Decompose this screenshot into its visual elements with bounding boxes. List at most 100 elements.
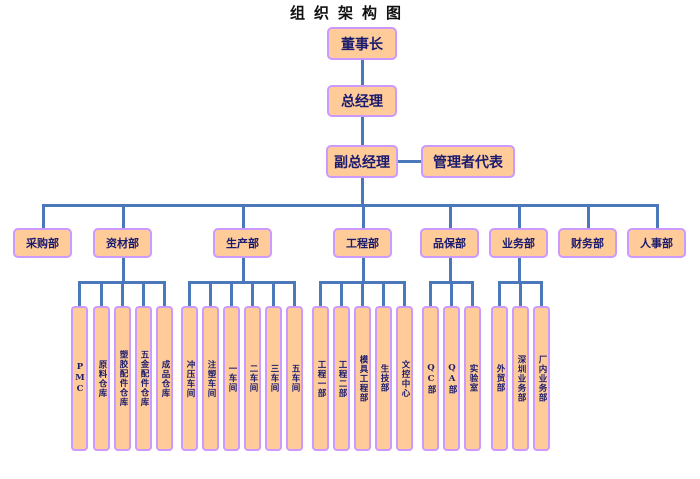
connector — [121, 281, 124, 306]
department-node[interactable]: 人事部 — [627, 228, 686, 258]
sub-department-label: 文控中心 — [400, 359, 410, 398]
connector — [188, 281, 191, 306]
node-label: 总经理 — [341, 94, 383, 110]
connector — [361, 281, 364, 306]
sub-department-label: 三车间 — [269, 364, 279, 393]
connector — [382, 281, 385, 306]
sub-department-node[interactable]: 外贸部 — [491, 306, 508, 451]
connector — [498, 281, 501, 306]
connector — [361, 60, 364, 85]
connector — [163, 281, 166, 306]
sub-department-node[interactable]: 工程二部 — [333, 306, 350, 451]
department-label: 采购部 — [26, 237, 59, 250]
sub-department-node[interactable]: 实验室 — [464, 306, 481, 451]
sub-department-label: 成品仓库 — [160, 359, 170, 398]
sub-department-label: 实验室 — [468, 364, 478, 393]
connector — [397, 160, 422, 163]
sub-department-label: 冲压车间 — [185, 359, 195, 398]
connector — [361, 178, 364, 205]
sub-department-node[interactable]: 成品仓库 — [156, 306, 173, 451]
node-general-manager[interactable]: 总经理 — [327, 85, 397, 117]
sub-department-node[interactable]: 一车间 — [223, 306, 240, 451]
connector — [122, 204, 125, 228]
sub-department-node[interactable]: QC部 — [422, 306, 439, 451]
sub-department-node[interactable]: PMC — [71, 306, 88, 451]
sub-department-node[interactable]: 模具工程部 — [354, 306, 371, 451]
connector — [188, 281, 296, 284]
connector — [361, 117, 364, 145]
sub-department-node[interactable]: 塑胶配件仓库 — [114, 306, 131, 451]
department-node[interactable]: 资材部 — [93, 228, 152, 258]
node-deputy-general-manager[interactable]: 副总经理 — [326, 145, 398, 178]
sub-department-label: 深圳业务部 — [516, 354, 526, 403]
connector — [100, 281, 103, 306]
sub-department-label: 厂内业务部 — [537, 354, 547, 403]
department-label: 财务部 — [571, 237, 604, 250]
sub-department-node[interactable]: 二车间 — [244, 306, 261, 451]
sub-department-label: 五车间 — [290, 364, 300, 393]
sub-department-label: PMC — [75, 362, 85, 395]
sub-department-node[interactable]: 五金配件仓库 — [135, 306, 152, 451]
connector — [519, 281, 522, 306]
sub-department-node[interactable]: 三车间 — [265, 306, 282, 451]
department-node[interactable]: 业务部 — [489, 228, 548, 258]
sub-department-label: QC部 — [426, 362, 436, 395]
sub-department-label: 工程一部 — [316, 359, 326, 398]
connector — [340, 281, 343, 306]
department-node[interactable]: 财务部 — [558, 228, 617, 258]
department-label: 生产部 — [226, 237, 259, 250]
department-node[interactable]: 采购部 — [13, 228, 72, 258]
department-node[interactable]: 工程部 — [333, 228, 392, 258]
connector — [471, 281, 474, 306]
connector — [587, 204, 590, 228]
department-node[interactable]: 品保部 — [420, 228, 479, 258]
sub-department-label: 二车间 — [248, 364, 258, 393]
department-label: 业务部 — [502, 237, 535, 250]
connector — [518, 258, 521, 281]
department-label: 人事部 — [640, 237, 673, 250]
sub-department-label: 生技部 — [379, 364, 389, 393]
connector — [540, 281, 543, 306]
department-node[interactable]: 生产部 — [213, 228, 272, 258]
sub-department-label: 一车间 — [227, 364, 237, 393]
connector — [272, 281, 275, 306]
sub-department-label: 模具工程部 — [358, 354, 368, 403]
sub-department-node[interactable]: 文控中心 — [396, 306, 413, 451]
node-chairman[interactable]: 董事长 — [327, 27, 397, 60]
sub-department-label: 外贸部 — [495, 364, 505, 393]
connector — [449, 204, 452, 228]
connector — [251, 281, 254, 306]
sub-department-node[interactable]: 厂内业务部 — [533, 306, 550, 451]
sub-department-node[interactable]: 工程一部 — [312, 306, 329, 451]
department-label: 品保部 — [433, 237, 466, 250]
node-management-representative[interactable]: 管理者代表 — [421, 145, 515, 178]
department-label: 资材部 — [106, 237, 139, 250]
connector — [362, 204, 365, 228]
sub-department-node[interactable]: 深圳业务部 — [512, 306, 529, 451]
sub-department-node[interactable]: 原料仓库 — [93, 306, 110, 451]
department-label: 工程部 — [346, 237, 379, 250]
sub-department-label: 注塑车间 — [206, 359, 216, 398]
sub-department-node[interactable]: 冲压车间 — [181, 306, 198, 451]
connector — [362, 258, 365, 281]
connector — [450, 281, 453, 306]
connector — [293, 281, 296, 306]
sub-department-node[interactable]: QA部 — [443, 306, 460, 451]
sub-department-node[interactable]: 生技部 — [375, 306, 392, 451]
chart-title: 组织架构图 — [289, 4, 410, 22]
sub-department-label: 工程二部 — [337, 359, 347, 398]
connector — [42, 204, 659, 207]
sub-department-node[interactable]: 五车间 — [286, 306, 303, 451]
node-label: 董事长 — [341, 36, 383, 53]
sub-department-label: 五金配件仓库 — [139, 350, 149, 407]
connector — [142, 281, 145, 306]
connector — [449, 258, 452, 281]
connector — [122, 258, 125, 281]
sub-department-label: QA部 — [447, 362, 457, 395]
sub-department-node[interactable]: 注塑车间 — [202, 306, 219, 451]
connector — [242, 204, 245, 228]
connector — [518, 204, 521, 228]
node-label: 副总经理 — [334, 154, 390, 171]
sub-department-label: 塑胶配件仓库 — [118, 350, 128, 407]
connector — [656, 204, 659, 228]
